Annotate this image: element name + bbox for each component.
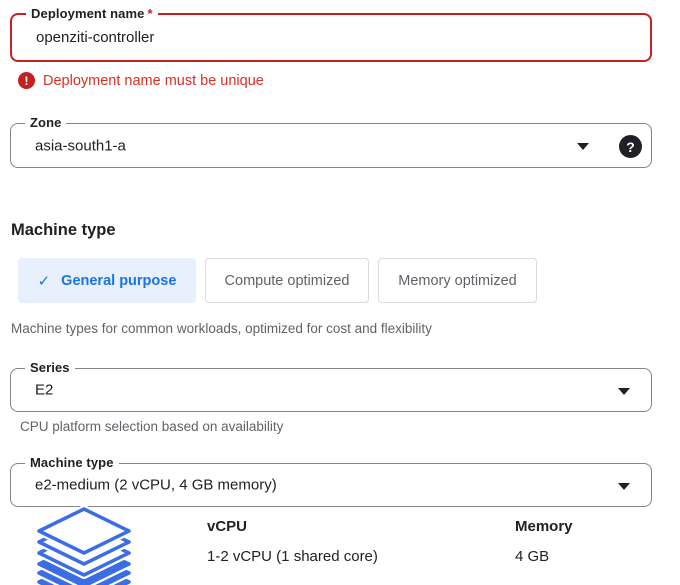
chevron-down-icon (618, 388, 630, 395)
tab-general-purpose-label: General purpose (61, 272, 177, 289)
machine-type-field-label: Machine type (25, 455, 119, 470)
error-exclamation-icon: ! (18, 72, 35, 89)
machine-type-heading: Machine type (11, 221, 116, 239)
zone-help-icon[interactable]: ? (619, 135, 642, 158)
machine-series-layers-icon (36, 506, 132, 585)
tab-compute-optimized[interactable]: Compute optimized (205, 258, 369, 303)
chevron-down-icon (618, 483, 630, 490)
error-message-text: Deployment name must be unique (43, 72, 264, 89)
zone-select-field[interactable]: Zone asia-south1-a ? (10, 115, 652, 168)
machine-type-description: Machine types for common workloads, opti… (11, 321, 432, 336)
tab-compute-optimized-label: Compute optimized (224, 272, 350, 289)
spec-memory-value: 4 GB (515, 548, 550, 565)
zone-label: Zone (25, 115, 67, 130)
series-selected-value: E2 (35, 381, 54, 399)
machine-type-selected-value: e2-medium (2 vCPU, 4 GB memory) (35, 476, 277, 494)
required-asterisk: * (147, 6, 153, 21)
machine-type-select-field[interactable]: Machine type e2-medium (2 vCPU, 4 GB mem… (10, 455, 652, 507)
zone-selected-value: asia-south1-a (35, 137, 126, 154)
series-label: Series (25, 360, 75, 375)
check-icon: ✓ (37, 272, 51, 290)
deployment-name-input[interactable] (36, 15, 596, 60)
series-select-field[interactable]: Series E2 (10, 360, 652, 412)
series-helper-text: CPU platform selection based on availabi… (20, 419, 284, 434)
spec-vcpu-header: vCPU (207, 518, 248, 535)
tab-general-purpose[interactable]: ✓ General purpose (18, 258, 196, 303)
tab-memory-optimized[interactable]: Memory optimized (378, 258, 537, 303)
deployment-name-field[interactable]: Deployment name* (10, 6, 652, 62)
spec-vcpu-value: 1-2 vCPU (1 shared core) (207, 548, 378, 565)
spec-memory-header: Memory (515, 518, 573, 535)
deployment-name-error: ! Deployment name must be unique (18, 72, 264, 89)
chevron-down-icon (577, 143, 589, 150)
tab-memory-optimized-label: Memory optimized (398, 272, 517, 289)
